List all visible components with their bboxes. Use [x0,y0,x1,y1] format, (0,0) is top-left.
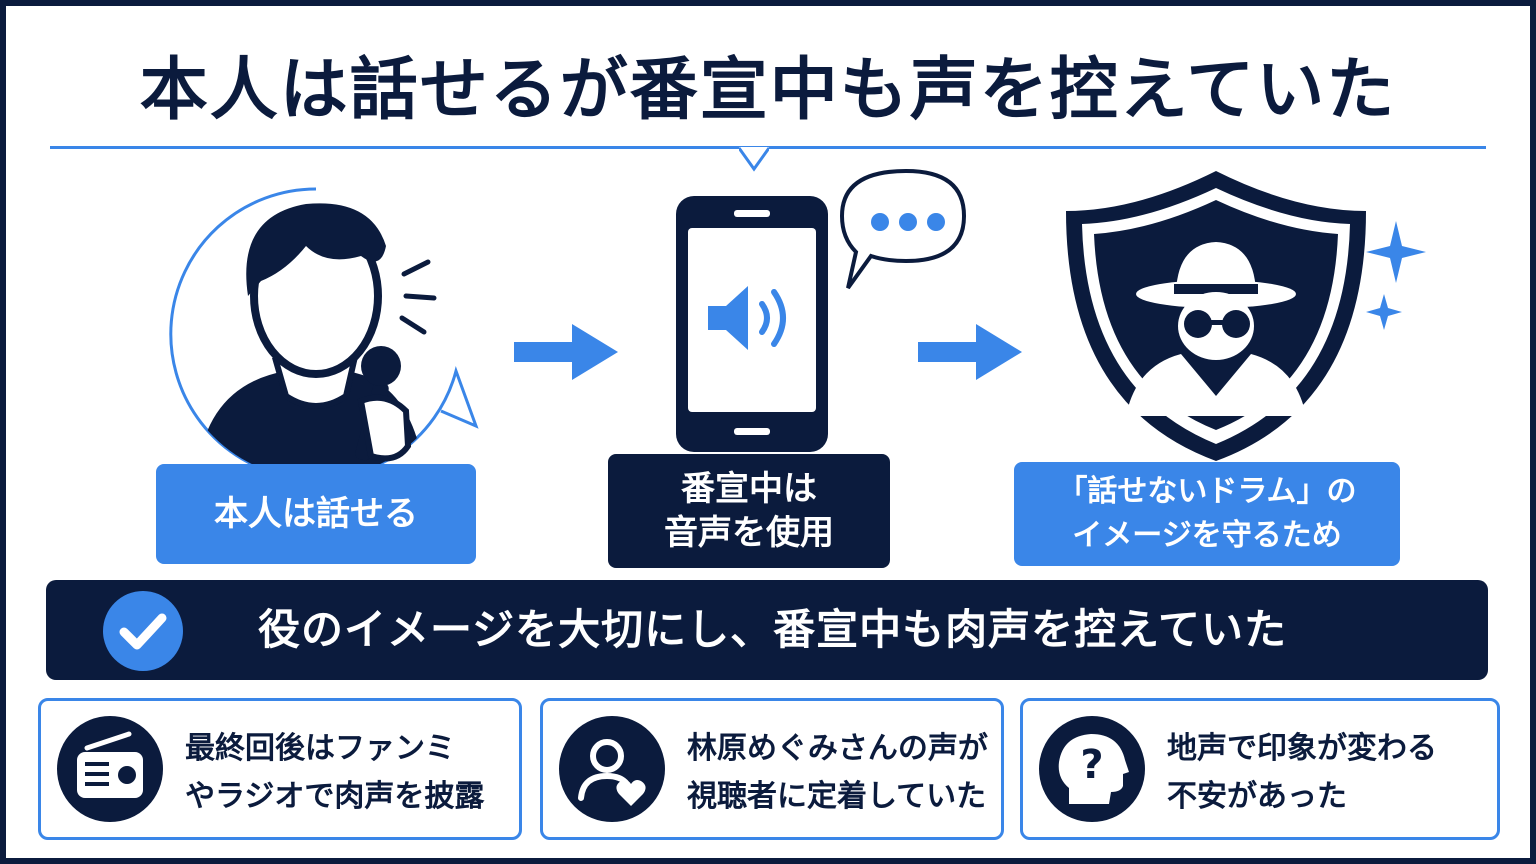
label-line: 番宣中は [681,469,817,509]
arrow-right-icon [918,324,1022,380]
person-with-microphone-icon [169,187,479,481]
infographic-canvas: 本人は話せるが番宣中も声を控えていた [6,6,1530,858]
page-title: 本人は話せるが番宣中も声を控えていた [139,51,1397,130]
radio-icon [77,731,143,798]
label-line: 「話せないドラム」の [1057,474,1357,509]
divider-notch-icon [739,147,769,172]
card-text: 林原めぐみさんの声が 視聴者に定着していた [687,725,988,821]
card-line: 林原めぐみさんの声が [687,731,988,766]
user-heart-icon [578,739,646,806]
card-line: 不安があった [1167,779,1347,814]
arrow-right-icon [514,324,618,380]
banner-text: 役のイメージを大切にし、番宣中も肉声を控えていた [258,605,1288,654]
card-icon-circle: ? [1039,716,1145,822]
card-icon-circle [559,716,665,822]
card-line: 地声で印象が変わる [1167,731,1437,766]
card-text: 地声で印象が変わる 不安があった [1167,725,1437,821]
card-icon-circle [57,716,163,822]
smartphone-speaker-icon [676,168,967,452]
card-line: 最終回後はファンミ [185,731,455,766]
label-line: イメージを守るため [1072,518,1342,553]
check-circle-icon [103,591,183,671]
shield-spy-icon [1066,171,1426,461]
summary-banner: 役のイメージを大切にし、番宣中も肉声を控えていた [46,580,1488,680]
info-card-radio: 最終回後はファンミ やラジオで肉声を披露 [38,698,522,840]
card-line: やラジオで肉声を披露 [185,779,485,814]
svg-text:?: ? [1080,742,1103,788]
head-question-icon: ? [1058,734,1129,804]
card-line: 視聴者に定着していた [687,779,987,814]
label-line: 音声を使用 [664,513,834,553]
label-line: 本人は話せる [214,494,418,534]
label-protect-image: 「話せないドラム」の イメージを守るため [1014,462,1400,566]
info-card-voice-actor: 林原めぐみさんの声が 視聴者に定着していた [540,698,1004,840]
label-speaks: 本人は話せる [156,464,476,564]
label-uses-audio: 番宣中は 音声を使用 [608,454,890,568]
card-text: 最終回後はファンミ やラジオで肉声を披露 [185,725,484,821]
info-card-anxiety: ? 地声で印象が変わる 不安があった [1020,698,1500,840]
